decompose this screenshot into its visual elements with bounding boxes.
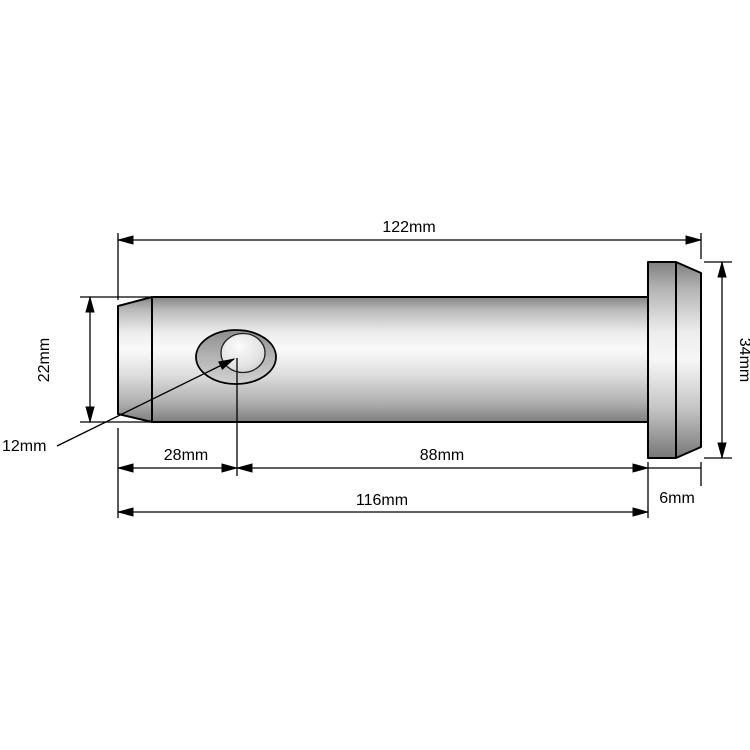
pin-head bbox=[647, 261, 702, 459]
dim-shaft-length-label: 116mm bbox=[356, 492, 408, 509]
dim-head-diameter bbox=[704, 260, 732, 460]
dim-total-length-label: 122mm bbox=[382, 219, 435, 236]
dim-shaft-diameter-label: 22mm bbox=[36, 338, 53, 382]
cross-hole bbox=[195, 329, 277, 385]
dim-hole-leader bbox=[56, 358, 236, 447]
dimension-lines bbox=[56, 233, 732, 518]
dim-hole-offset-label: 28mm bbox=[164, 447, 208, 464]
dim-total-length bbox=[116, 233, 703, 300]
hole-bore bbox=[220, 332, 266, 374]
dim-hole-diameter-label: 12mm bbox=[2, 438, 46, 455]
dim-shaft-diameter bbox=[80, 295, 150, 424]
dim-hole-to-head-label: 88mm bbox=[420, 447, 464, 464]
pin-tip-chamfer bbox=[117, 296, 153, 423]
dim-head-thickness-label: 6mm bbox=[659, 490, 695, 507]
dim-head-diameter-label: 34mm bbox=[736, 338, 750, 382]
